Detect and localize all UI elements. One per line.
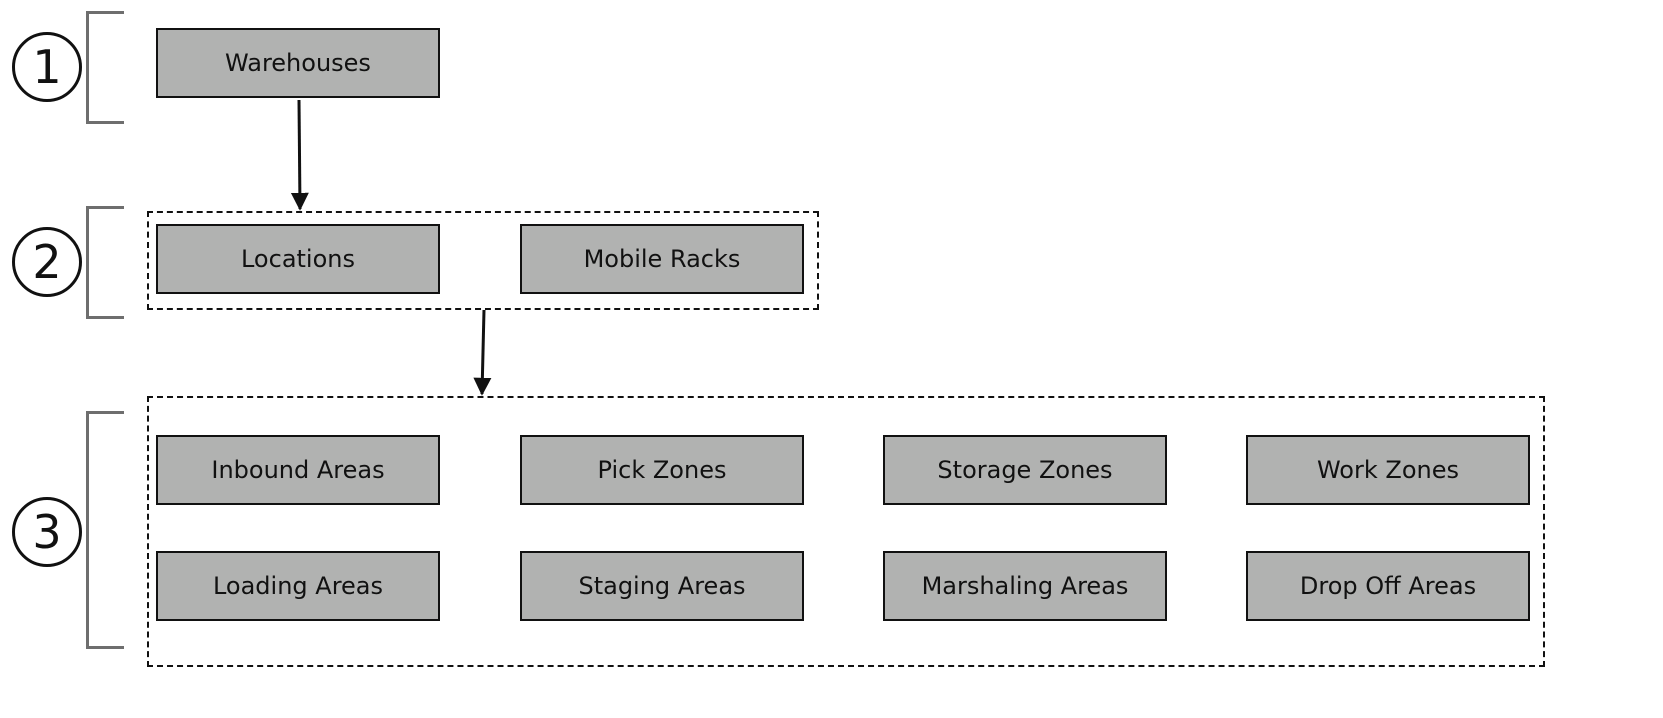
level-2-group: [147, 211, 819, 310]
node-storage-zones: Storage Zones: [883, 435, 1167, 505]
node-drop-off-areas: Drop Off Areas: [1246, 551, 1530, 621]
node-pick-zones: Pick Zones: [520, 435, 804, 505]
level-1-number: 1: [12, 32, 82, 102]
node-locations: Locations: [156, 224, 440, 294]
level-2-number: 2: [12, 227, 82, 297]
node-inbound-areas: Inbound Areas: [156, 435, 440, 505]
node-work-zones: Work Zones: [1246, 435, 1530, 505]
arrow-down-icon: [473, 309, 492, 396]
level-1-bracket: [86, 11, 124, 124]
node-warehouses: Warehouses: [156, 28, 440, 98]
node-mobile-racks: Mobile Racks: [520, 224, 804, 294]
level-2-bracket: [86, 206, 124, 319]
node-staging-areas: Staging Areas: [520, 551, 804, 621]
node-marshaling-areas: Marshaling Areas: [883, 551, 1167, 621]
arrow-down-icon: [290, 99, 309, 211]
node-loading-areas: Loading Areas: [156, 551, 440, 621]
level-3-bracket: [86, 411, 124, 649]
level-3-group: [147, 396, 1545, 667]
level-3-number: 3: [12, 497, 82, 567]
